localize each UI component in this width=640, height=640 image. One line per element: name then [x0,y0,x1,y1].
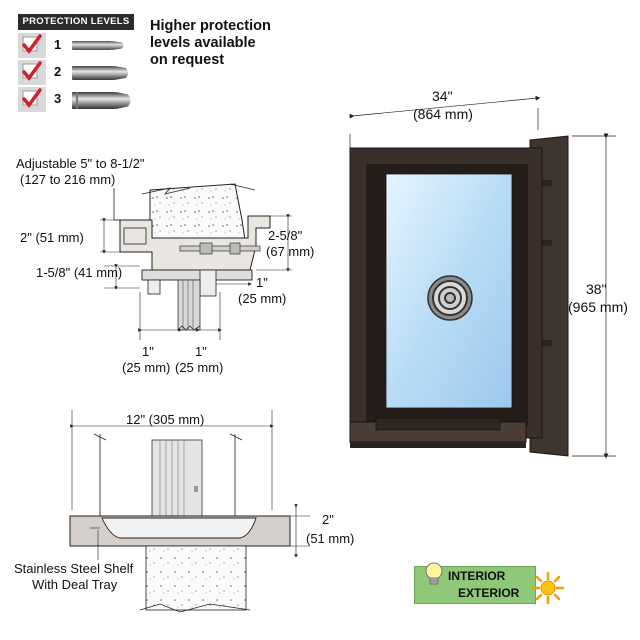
front-width-in: 34" [432,88,453,104]
adjustable-label-mm: (127 to 216 mm) [20,172,116,187]
protection-level-number: 1 [54,37,62,52]
section-detail-drawing [100,183,292,340]
dim-1in-b-mm: (25 mm) [175,360,224,375]
protection-level-row: 2 [18,59,136,86]
dim-1in-right-mm: (25 mm) [238,291,287,306]
protection-note: Higher protection levels available on re… [150,18,271,69]
interior-exterior-badge: INTERIOR EXTERIOR [414,562,565,609]
shelf-depth-in: 2" [322,512,334,527]
adjustable-label: Adjustable 5" to 8-1/2" [16,156,145,171]
protection-level-number: 2 [54,64,62,79]
checkmark-icon [18,33,46,58]
dim-2-5-8mm: (67 mm) [266,244,315,259]
protection-levels-panel: PROTECTION LEVELS 1 2 3 [18,14,136,114]
protection-note-line: levels available [150,35,256,51]
interior-label: INTERIOR [448,569,506,583]
dim-1in-b: 1" [195,344,207,359]
protection-note-line: Higher protection [150,18,271,34]
shelf-label-line2: With Deal Tray [32,577,118,592]
shelf-label-line1: Stainless Steel Shelf [14,561,134,576]
front-width-mm: (864 mm) [413,106,473,122]
front-height-in: 38" [586,281,607,297]
protection-level-row: 1 [18,32,136,59]
protection-levels-header: PROTECTION LEVELS [18,14,134,30]
dim-1in-right: 1" [256,275,268,290]
dim-1in-a: 1" [142,344,154,359]
bullet-icon [70,62,136,89]
sun-icon [531,571,565,609]
protection-note-line: on request [150,52,225,68]
protection-level-number: 3 [54,91,62,106]
front-view-drawing [349,95,616,459]
light-bulb-icon [422,560,446,595]
shelf-detail-drawing [69,410,310,613]
bullet-icon [70,89,136,118]
shelf-width: 12" (305 mm) [126,412,205,427]
bullet-icon [70,35,136,60]
checkmark-icon [18,87,46,112]
dim-2-5-8in: 2-5/8" [268,228,303,243]
shelf-depth-mm: (51 mm) [306,531,355,546]
dim-2in: 2" (51 mm) [20,230,84,245]
dim-1in-a-mm: (25 mm) [122,360,171,375]
checkmark-icon [18,60,46,85]
dim-1-5-8in: 1-5/8" (41 mm) [36,265,123,280]
front-height-mm: (965 mm) [568,299,628,315]
protection-level-row: 3 [18,86,136,113]
exterior-label: EXTERIOR [458,586,520,600]
